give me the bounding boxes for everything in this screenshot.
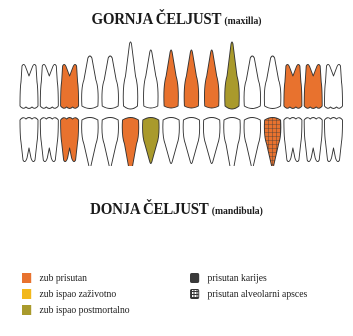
legend-item: zub ispao postmortalno	[22, 302, 130, 318]
mandibula-title: DONJA ČELJUST (mandibula)	[21, 199, 332, 219]
upper-tooth-13	[264, 56, 281, 109]
lower-tooth-7	[143, 118, 160, 164]
lower-tooth-15	[304, 118, 322, 162]
legend-label: zub prisutan	[39, 273, 86, 284]
legend-label: prisutan alveolarni apsces	[207, 289, 307, 300]
legend-right: prisutan karijes prisutan alveolarni apsc…	[190, 270, 307, 302]
lower-tooth-4	[82, 118, 99, 167]
lower-tooth-16	[325, 118, 343, 162]
lower-tooth-6	[122, 118, 139, 167]
lower-tooth-2	[40, 118, 58, 162]
square-swatch-icon	[22, 273, 31, 283]
legend-item: zub prisutan	[22, 270, 130, 286]
upper-tooth-2	[40, 64, 58, 108]
upper-tooth-10	[204, 50, 219, 108]
legend-left: zub prisutan zub ispao zaživotno zub ispao…	[22, 270, 130, 318]
upper-tooth-14	[284, 64, 302, 108]
legend-label: zub ispao postmortalno	[39, 305, 129, 316]
lower-tooth-8	[163, 118, 180, 164]
maxilla-title: GORNJA ČELJUST (maxilla)	[21, 9, 332, 29]
lower-tooth-9	[183, 118, 200, 164]
square-swatch-icon	[22, 305, 31, 315]
upper-tooth-11	[225, 42, 240, 109]
square-swatch-icon	[22, 289, 31, 299]
upper-tooth-7	[144, 50, 159, 108]
mandibula-title-main: DONJA ČELJUST	[90, 199, 208, 218]
lower-tooth-11	[224, 118, 241, 167]
upper-tooth-9	[184, 50, 199, 108]
mandibula-title-sub: (mandibula)	[212, 205, 263, 217]
lower-teeth-row	[20, 118, 343, 167]
upper-teeth-row	[20, 42, 343, 109]
lower-tooth-13	[264, 118, 281, 167]
lower-tooth-1	[20, 118, 38, 162]
lower-tooth-14	[284, 118, 302, 162]
lower-tooth-10	[203, 118, 220, 164]
lower-tooth-12	[244, 118, 260, 167]
upper-tooth-1	[20, 64, 38, 108]
upper-tooth-15	[304, 64, 322, 108]
maxilla-title-main: GORNJA ČELJUST	[91, 9, 220, 28]
upper-tooth-4	[82, 56, 99, 109]
dental-chart	[0, 36, 353, 166]
upper-tooth-12	[244, 56, 260, 109]
legend-label: prisutan karijes	[207, 273, 266, 284]
upper-tooth-3	[61, 64, 79, 108]
upper-tooth-8	[164, 50, 179, 108]
lower-tooth-5	[102, 118, 119, 167]
upper-tooth-6	[123, 42, 138, 109]
legend-item: zub ispao zaživotno	[22, 286, 130, 302]
lower-tooth-3	[61, 118, 79, 162]
legend-label: zub ispao zaživotno	[39, 289, 116, 300]
upper-tooth-5	[102, 56, 119, 109]
legend-item: prisutan karijes	[190, 270, 307, 286]
legend-item: prisutan alveolarni apsces	[190, 286, 307, 302]
rounded-square-swatch-icon	[190, 273, 199, 283]
maxilla-title-sub: (maxilla)	[224, 15, 261, 27]
upper-tooth-16	[325, 64, 343, 108]
grid-square-swatch-icon	[190, 289, 199, 299]
